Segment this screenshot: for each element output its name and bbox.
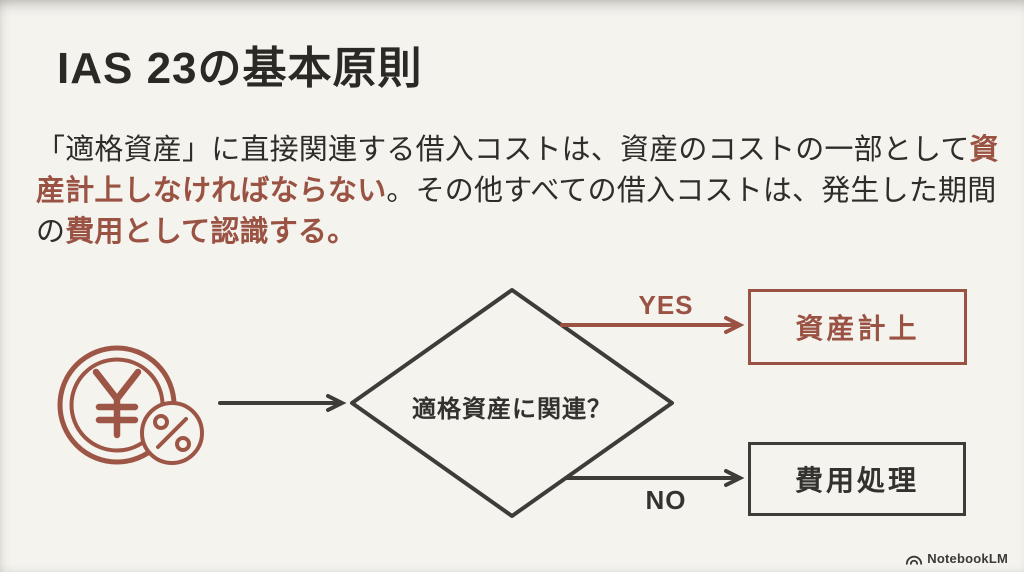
yen-coin-with-percent-icon <box>57 345 204 465</box>
yen-symbol <box>92 368 142 439</box>
percent-symbol <box>153 414 191 452</box>
watermark-text: NotebookLM <box>927 551 1008 566</box>
notebooklm-logo-icon <box>906 555 923 565</box>
watermark: NotebookLM <box>905 551 1008 566</box>
start-arrow <box>218 394 347 412</box>
paragraph-segment-highlight: 費用として認識する。 <box>65 216 357 248</box>
paragraph-segment: 。その他すべての借入コストは、発生した期間の <box>36 175 997 248</box>
page-title: IAS 23の基本原則 <box>57 44 423 93</box>
decision-diamond <box>350 288 674 518</box>
expense-result-box: 費用処理 <box>748 442 966 516</box>
capitalize-result-label: 資産計上 <box>795 313 920 344</box>
yes-label: YES <box>638 290 694 320</box>
decision-label: 適格資産に関連？ <box>412 396 612 423</box>
principle-paragraph: 「適格資産」に直接関連する借入コストは、資産のコストの一部として資産計上しなけれ… <box>36 130 1014 253</box>
expense-result-label: 費用処理 <box>794 465 919 496</box>
paragraph-segment-highlight: 資産計上しなければならない <box>36 134 999 207</box>
no-label: NO <box>645 485 687 515</box>
no-arrow <box>564 469 745 487</box>
capitalize-result-box: 資産計上 <box>748 289 967 365</box>
yes-arrow <box>560 316 745 334</box>
paragraph-segment: 「適格資産」に直接関連する借入コストは、資産のコストの一部として <box>36 134 970 166</box>
